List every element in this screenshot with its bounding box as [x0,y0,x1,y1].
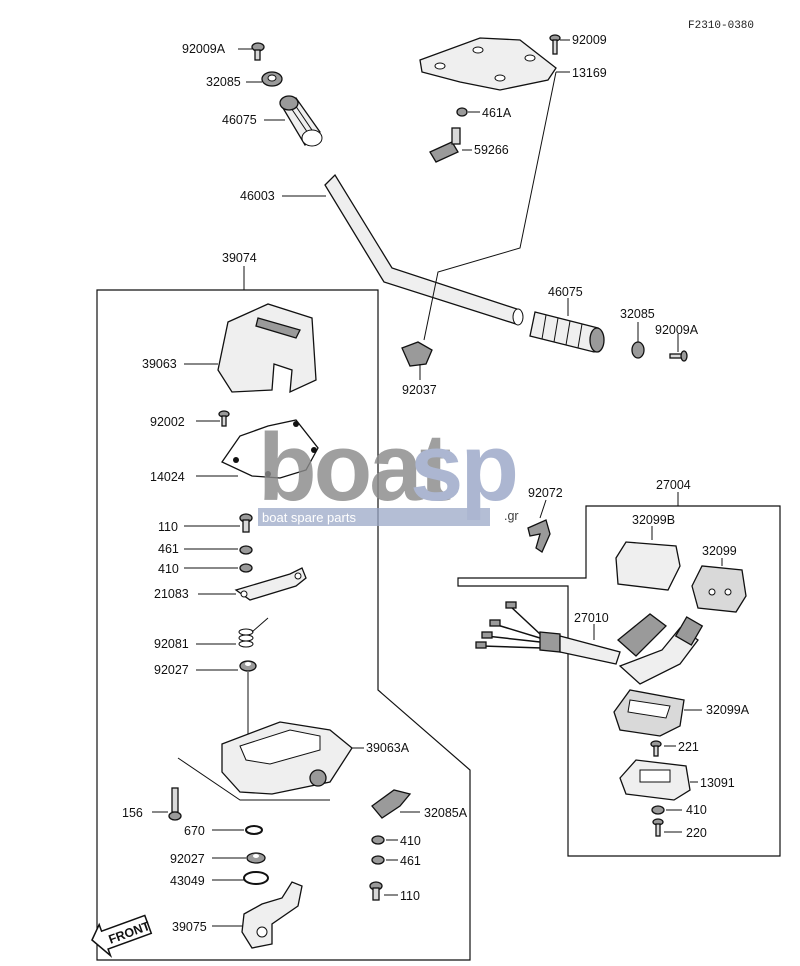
label-39075: 39075 [172,920,207,934]
nut-92027-lower [246,852,266,864]
label-59266: 59266 [474,143,509,157]
grip-46075-top [279,95,323,147]
label-221: 221 [678,740,699,754]
label-461-upper: 461 [158,542,179,556]
label-46003: 46003 [240,189,275,203]
label-461-lower: 461 [400,854,421,868]
washer-461-upper [239,545,253,555]
clip-92072 [527,519,551,553]
label-92002: 92002 [150,415,185,429]
label-39074: 39074 [222,251,257,265]
label-27004: 27004 [656,478,691,492]
lever-21083 [234,567,307,601]
label-27010: 27010 [574,611,609,625]
clamp-92037 [401,341,433,367]
label-13091: 13091 [700,776,735,790]
handlebar-46003 [324,173,524,326]
throttle-lever-39075 [241,881,303,949]
screw-110-upper [239,513,253,533]
gasket-14024 [221,419,319,479]
front-arrow: FRONT [91,914,152,959]
label-461A: 461A [482,106,512,120]
label-32085-top: 32085 [206,75,241,89]
switch-cover-39063 [217,303,317,394]
watermark-tagline: boat spare parts [262,510,356,525]
label-670: 670 [184,824,205,838]
label-220: 220 [686,826,707,840]
label-32099A: 32099A [706,703,750,717]
diagram-code: F2310-0380 [688,20,754,32]
screw-156 [168,787,182,821]
label-14024: 14024 [150,470,185,484]
label-92072: 92072 [528,486,563,500]
label-32099: 32099 [702,544,737,558]
wire-harness-27010 [475,601,704,685]
assembly-frame-39074 [96,289,471,961]
label-410-right: 410 [686,803,707,817]
bolt-92009A-right [669,350,688,362]
screw-220 [652,818,664,837]
throttle-cable-59266 [429,127,461,163]
label-46075-right: 46075 [548,285,583,299]
label-92009A-right: 92009A [655,323,699,337]
label-32099B: 32099B [632,513,675,527]
assembly-frame-27004 [457,505,781,857]
nut-461A [456,107,468,117]
nut-92027-upper [239,660,257,672]
grip-46075-right [529,311,605,353]
screw-110-lower [369,881,383,901]
label-92027-lower: 92027 [170,852,205,866]
o-ring-670 [245,825,263,835]
label-32085-right: 32085 [620,307,655,321]
label-39063A: 39063A [366,741,410,755]
watermark-suffix: .gr [504,509,519,523]
label-46075-top: 46075 [222,113,257,127]
label-110-upper: 110 [158,520,178,534]
bolt-92009A-top [251,42,265,61]
mount-plate-13169 [419,37,557,91]
label-43049: 43049 [170,874,205,888]
cover-32085A [371,789,412,819]
washer-410-right [651,805,665,815]
label-110-lower: 110 [400,889,420,903]
washer-32085-right [631,341,645,359]
watermark: boat sp .gr boat spare parts [258,414,519,526]
label-156: 156 [122,806,143,820]
label-92009A-top: 92009A [182,42,226,56]
label-92027-upper: 92027 [154,663,189,677]
watermark-word-b: sp [410,414,516,521]
bolt-92009-top [549,34,561,55]
washer-410-lower [371,835,385,845]
screw-221 [650,740,662,757]
label-92037: 92037 [402,383,437,397]
washer-461-lower [371,855,385,865]
watermark-word-a: boat [258,414,451,521]
bushing-43049 [243,871,269,885]
housing-32099 [691,565,747,613]
label-410-upper: 410 [158,562,179,576]
switch-base-32099A [613,689,685,737]
rubber-cap-32099B [615,541,681,591]
washer-410-upper [239,563,253,573]
screw-92002 [218,410,230,427]
label-410-lower: 410 [400,834,421,848]
label-13169: 13169 [572,66,607,80]
label-39063: 39063 [142,357,177,371]
spring-92081 [238,617,269,648]
label-32085A: 32085A [424,806,468,820]
label-92009-top: 92009 [572,33,607,47]
washer-32085-top [261,71,283,87]
label-92081: 92081 [154,637,189,651]
switch-housing-39063A [221,721,353,795]
label-21083: 21083 [154,587,189,601]
holder-13091 [619,759,691,801]
